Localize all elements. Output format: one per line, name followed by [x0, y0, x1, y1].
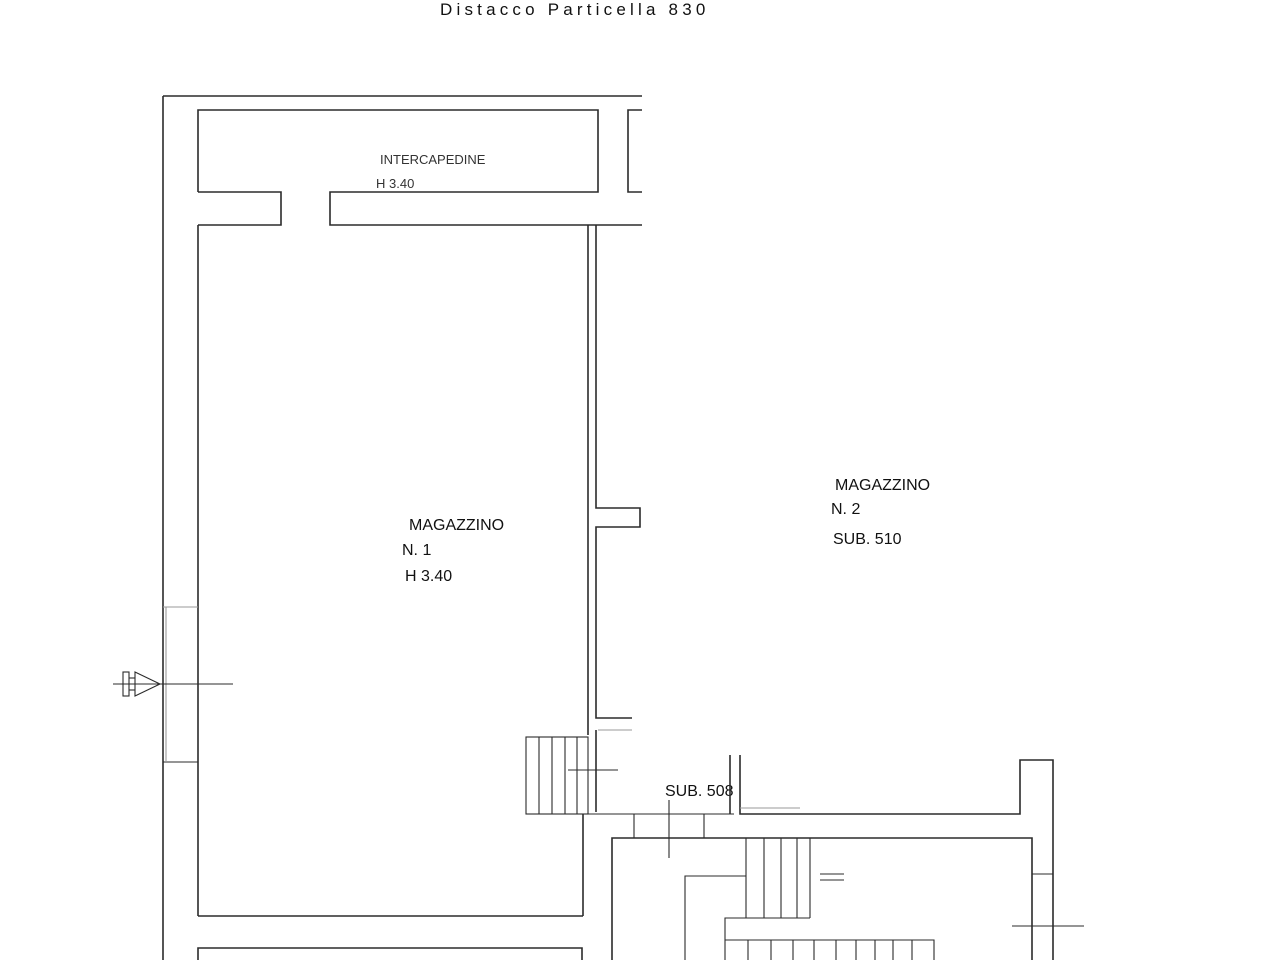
magazzino-1-height: H 3.40 — [405, 568, 452, 585]
outer-wall — [162, 95, 642, 960]
entrance-arrow-icon — [113, 671, 233, 697]
magazzino-2-sub: SUB. 510 — [833, 531, 902, 548]
sub-508-walls — [611, 755, 1084, 960]
lower-room-edge — [197, 947, 583, 960]
magazzino-2-number: N. 2 — [831, 501, 860, 518]
intercapedine-label: INTERCAPEDINE — [380, 152, 486, 167]
sub-508-label: SUB. 508 — [665, 783, 734, 800]
magazzino-1-room — [198, 225, 589, 917]
magazzino-1-number: N. 1 — [402, 542, 431, 559]
intercapedine-height: H 3.40 — [376, 176, 414, 191]
plan-title: Distacco Particella 830 — [440, 0, 710, 19]
stairs-lower-icon — [684, 838, 935, 960]
stairs-center-icon — [525, 736, 734, 815]
intercapedine-room — [197, 109, 642, 226]
magazzino-2-name: MAGAZZINO — [835, 477, 930, 494]
magazzino-1-name: MAGAZZINO — [409, 517, 504, 534]
partition-wall — [595, 225, 641, 812]
